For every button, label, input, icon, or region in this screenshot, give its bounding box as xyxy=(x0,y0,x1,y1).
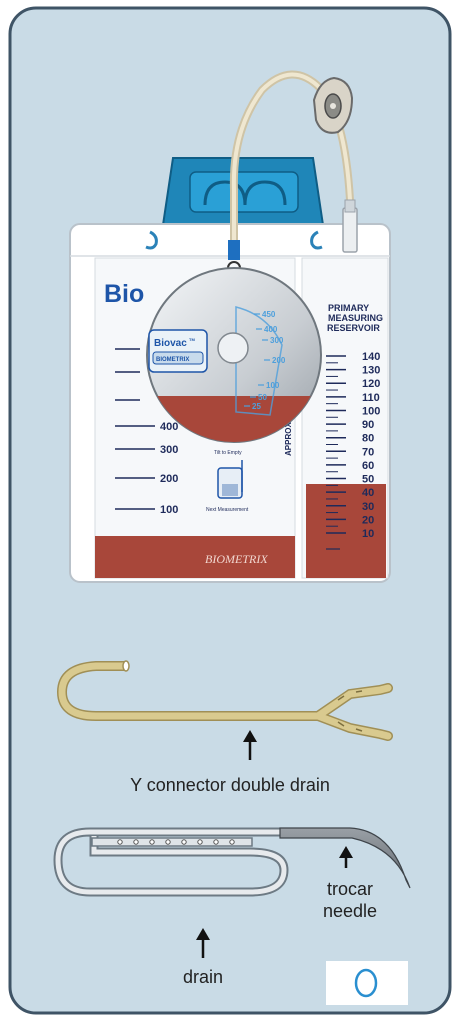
scale-label: 100 xyxy=(160,504,178,516)
reservoir-scale-label: 20 xyxy=(362,514,374,526)
dial-logo: Biovac xyxy=(154,338,187,349)
footer-brand: BIOMETRIX xyxy=(205,552,268,566)
reservoir-scale-label: 90 xyxy=(362,419,374,431)
dial-logo-tm: TM xyxy=(189,337,195,342)
pinch-clamp-icon xyxy=(314,78,352,133)
next-label: Next Measurement xyxy=(206,507,249,513)
dial-scale-label: 300 xyxy=(270,336,284,345)
reservoir-scale-label: 110 xyxy=(362,392,380,404)
dial-scale-label: 400 xyxy=(264,325,278,334)
dial-scale-label: 50 xyxy=(258,393,267,402)
trocar-label: needle xyxy=(323,901,377,921)
reservoir-scale-label: 100 xyxy=(362,405,380,417)
scale-label: 300 xyxy=(160,444,178,456)
dial-scale-label: 25 xyxy=(252,402,261,411)
reservoir-title: RESERVOIR xyxy=(327,323,380,333)
drain-label: drain xyxy=(183,967,223,987)
dial-logo-box xyxy=(149,330,207,372)
reservoir-scale-label: 50 xyxy=(362,474,374,486)
reservoir-scale-label: 130 xyxy=(362,365,380,377)
reservoir-scale-label: 10 xyxy=(362,528,374,540)
reservoir-scale-label: 30 xyxy=(362,501,374,513)
dial-scale-label: 100 xyxy=(266,381,280,390)
lumen-ring-icon xyxy=(356,970,376,996)
reservoir-scale-label: 80 xyxy=(362,433,374,445)
hanger-clamp-icon xyxy=(163,158,323,225)
reservoir-scale-label: 120 xyxy=(362,378,380,390)
scale-label: 400 xyxy=(160,421,178,433)
reservoir-title: MEASURING xyxy=(328,313,383,323)
reservoir-scale-label: 70 xyxy=(362,446,374,458)
reservoir-scale-label: 40 xyxy=(362,487,374,499)
bag-brand: Bio xyxy=(104,280,144,308)
dial-scale-label: 200 xyxy=(272,356,286,365)
port-connector xyxy=(343,208,357,252)
reservoir-scale-label: 140 xyxy=(362,351,380,363)
y-connector-label: Y connector double drain xyxy=(130,775,330,795)
reservoir-title: PRIMARY xyxy=(328,303,369,313)
dial-scale-label: 450 xyxy=(262,310,276,319)
dial-logo-sub: BIOMETRIX xyxy=(156,357,189,363)
trocar-label: trocar xyxy=(327,879,373,899)
reservoir-scale-label: 60 xyxy=(362,460,374,472)
tilt-label: Tilt to Empty xyxy=(214,450,242,456)
scale-label: 200 xyxy=(160,473,178,485)
